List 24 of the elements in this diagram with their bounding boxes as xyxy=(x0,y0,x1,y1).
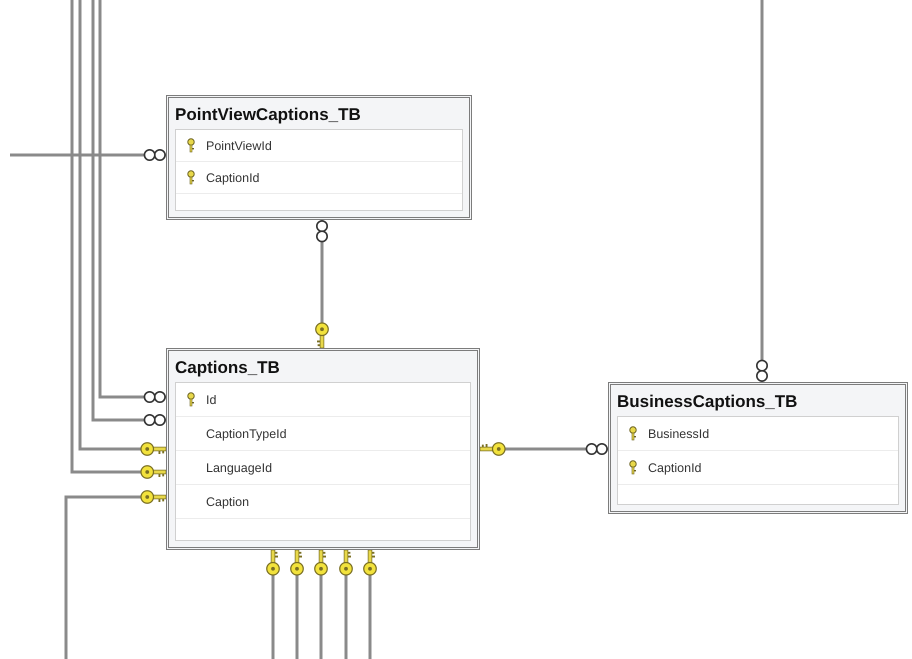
table-name: BusinessCaptions_TB xyxy=(616,391,798,413)
relationship-line xyxy=(290,549,304,659)
column-name: CaptionTypeId xyxy=(206,426,287,440)
relationship-line xyxy=(266,549,280,659)
relationship-line xyxy=(756,0,768,382)
column-name: BusinessId xyxy=(648,426,710,440)
column-name: PointViewId xyxy=(206,138,272,152)
relationship-line xyxy=(339,549,353,659)
relationship-line xyxy=(363,549,377,659)
table-box xyxy=(166,348,480,550)
column-name: LanguageId xyxy=(206,460,272,474)
relationship-line xyxy=(64,490,167,659)
column-name: CaptionId xyxy=(206,170,260,184)
column-name: CaptionId xyxy=(648,460,702,474)
column-name: Id xyxy=(206,392,216,406)
relationship-line xyxy=(315,220,329,349)
table-name: Captions_TB xyxy=(174,357,281,379)
relationship-line xyxy=(314,549,328,659)
table-box xyxy=(608,382,908,514)
relationship-line xyxy=(479,442,608,456)
table-box xyxy=(166,95,472,220)
relationship-line xyxy=(10,149,166,161)
column-name: Caption xyxy=(206,494,250,508)
table-name: PointViewCaptions_TB xyxy=(174,104,362,126)
